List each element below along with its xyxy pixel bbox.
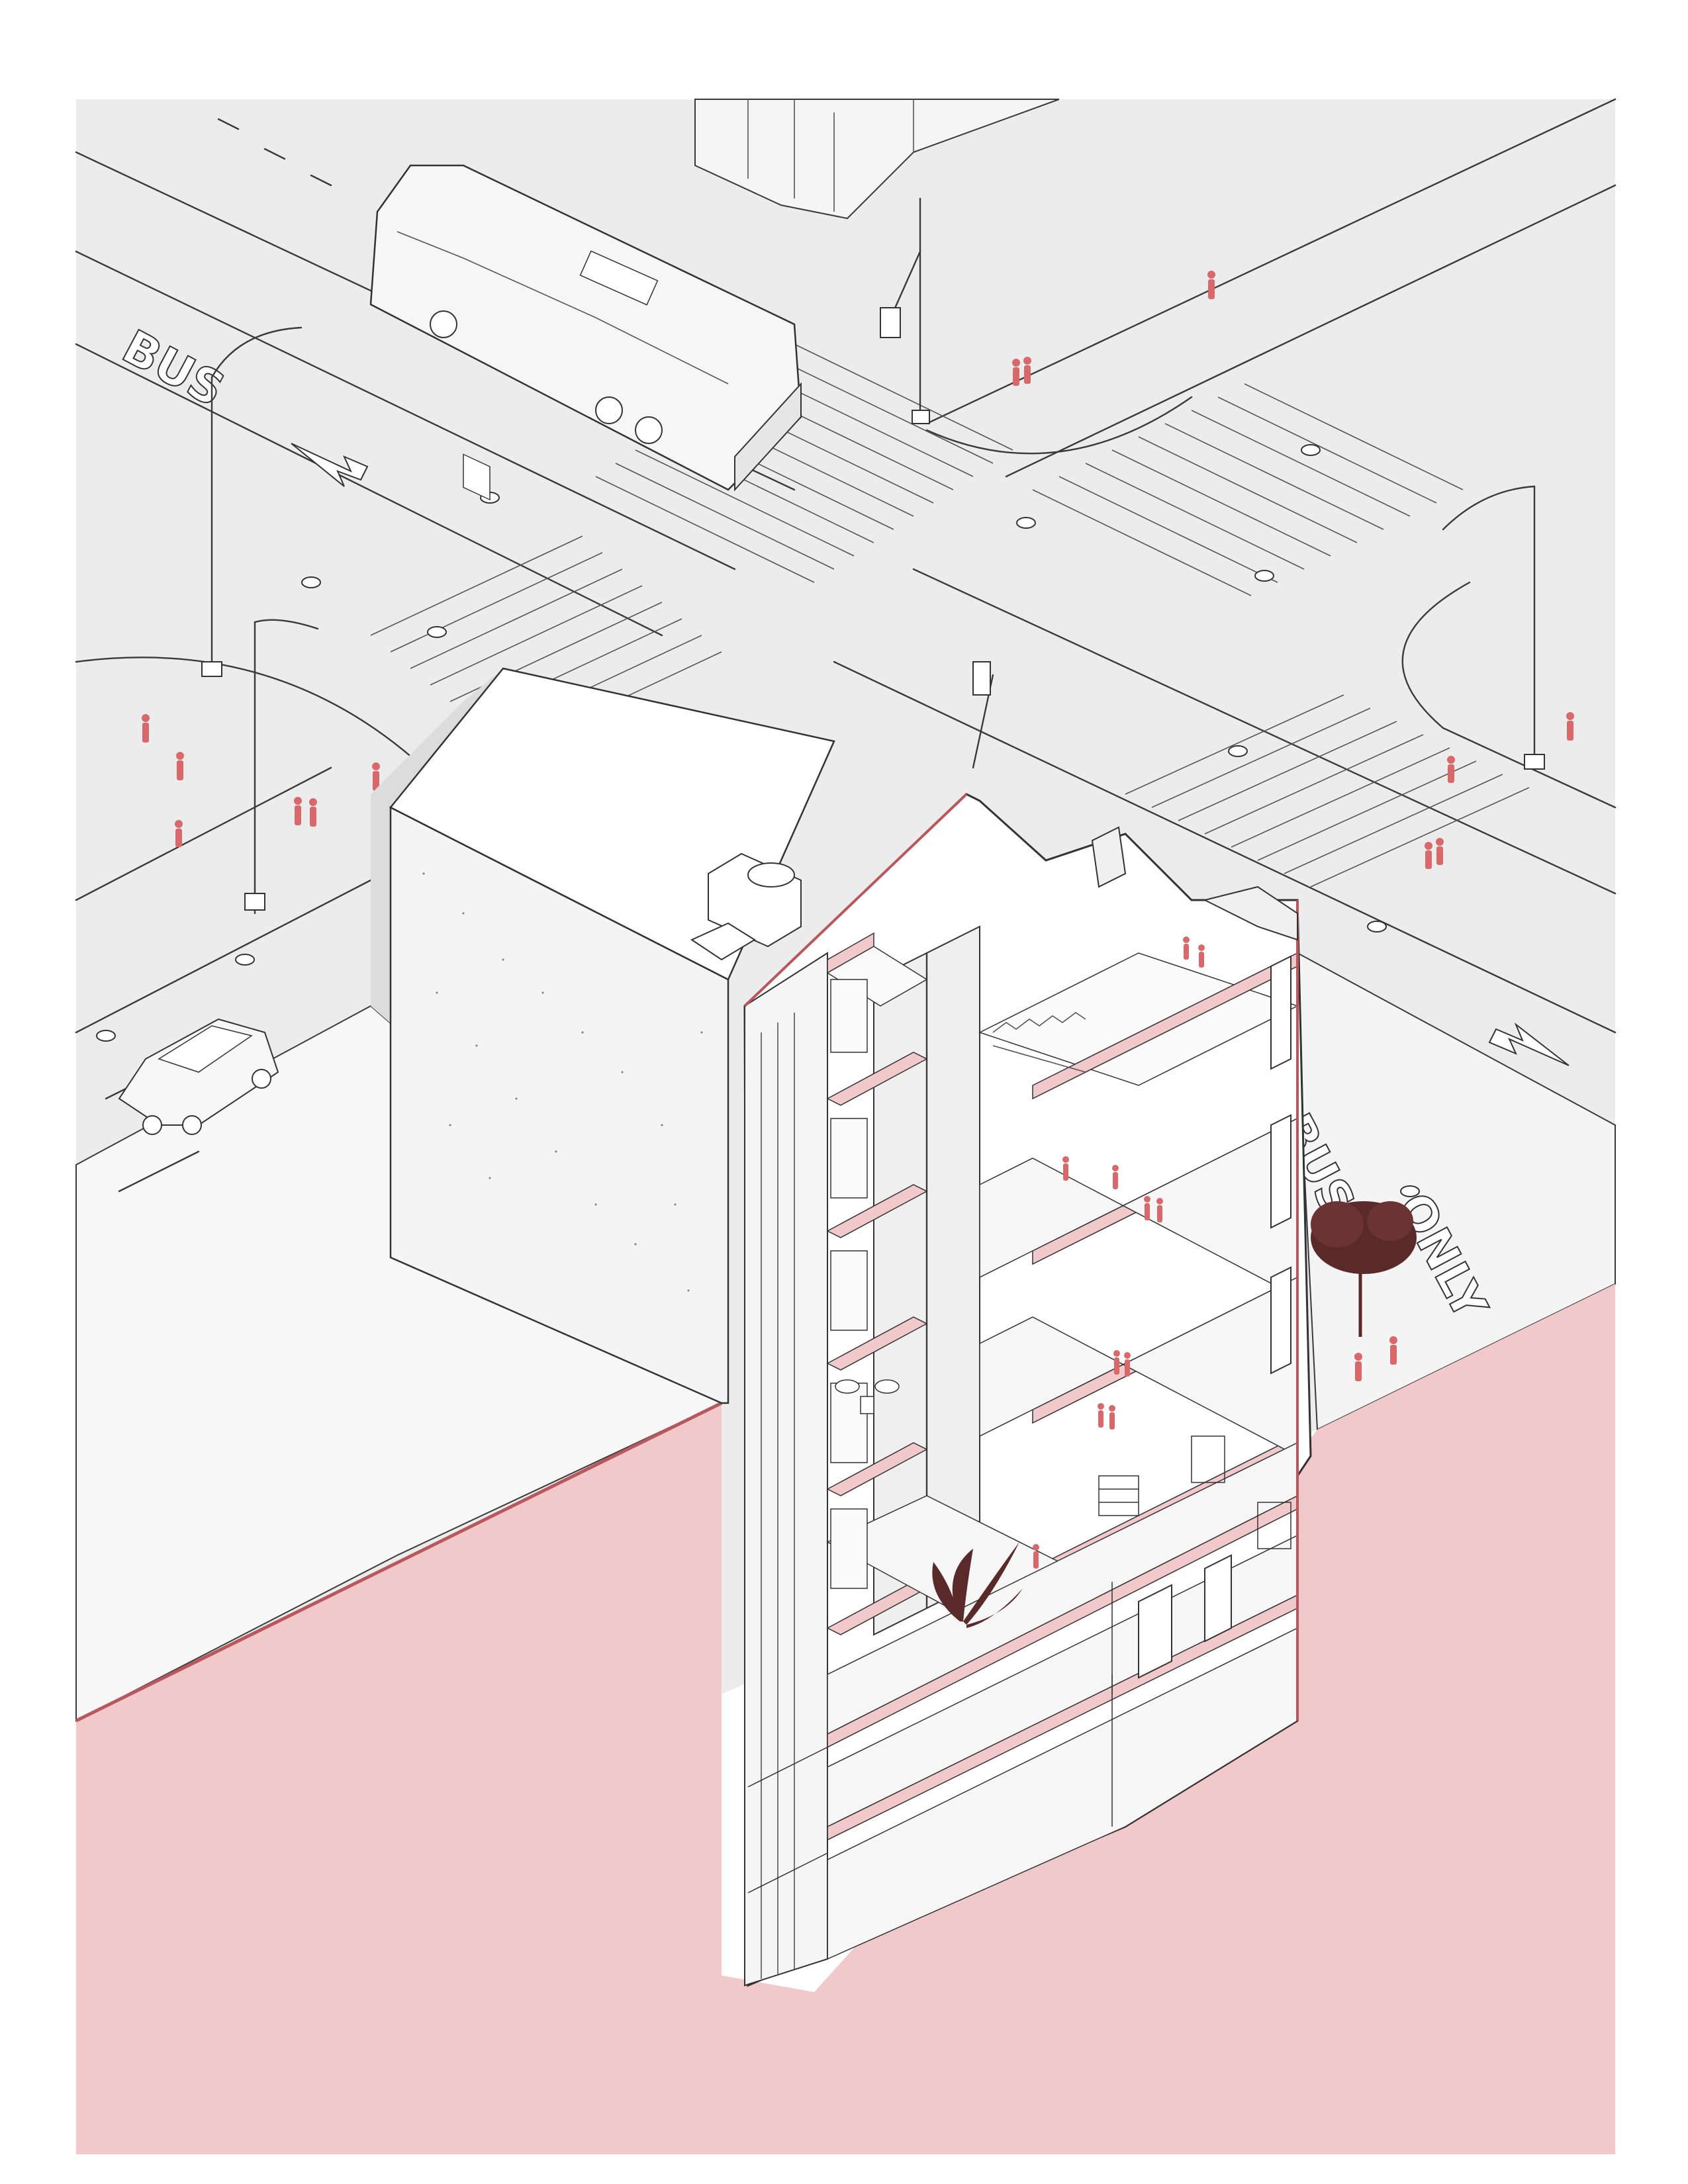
crosswalk-top [595,343,1013,583]
street-lamp-icon [1442,485,1545,770]
background-building [694,99,1060,220]
person-icon [175,820,183,847]
side-facade [1091,826,1298,941]
person-icon [1033,1544,1039,1569]
facade-windows [1138,955,1291,1679]
tree-icon [1311,1201,1417,1337]
person-icon [372,762,380,791]
person-icon [1098,1403,1115,1430]
person-icon [1183,936,1190,960]
person-icon [1354,1353,1362,1381]
building-section [743,793,1312,1987]
bus-icon [369,164,802,501]
manhole-covers [96,444,1420,1197]
traffic-light-icon [880,197,930,424]
person-icon [1012,357,1031,386]
crosswalk-lower-right [1125,694,1530,887]
street-lamp-icon [201,326,303,677]
person-icon [1447,756,1455,783]
traffic-light-icon [972,661,994,769]
suv-icon [118,1018,279,1135]
street-lamp-icon [244,619,319,915]
section-cut-plane [76,1284,1615,2154]
rooftop-unit [690,852,802,961]
people-figures-street [142,271,1574,1381]
person-icon [142,714,150,743]
bathroom-fixtures [835,1379,900,1414]
person-icon [1389,1336,1397,1365]
crosswalk-left [370,535,722,752]
stair [992,1012,1086,1073]
person-icon [176,752,184,780]
person-icon [1207,271,1215,299]
person-icon [1198,944,1205,968]
person-icon [294,797,317,827]
person-icon [1112,1165,1119,1189]
people-figures-interior [1033,936,1205,1569]
lane-arrow-icon [291,443,369,487]
person-icon [1425,838,1444,869]
person-icon [1113,1350,1131,1377]
person-icon [1062,1156,1069,1181]
section-cut-edge [75,1401,723,1723]
kitchen-shelving [1098,1435,1291,1549]
floor-plates [826,1117,1298,1960]
person-icon [1144,1196,1163,1222]
person-icon [1566,712,1574,741]
plant-icon [932,1542,1023,1628]
lane-arrow-icon [1488,1022,1570,1066]
basement-floors [747,1582,1113,1959]
crosswalk-right [1032,383,1464,596]
